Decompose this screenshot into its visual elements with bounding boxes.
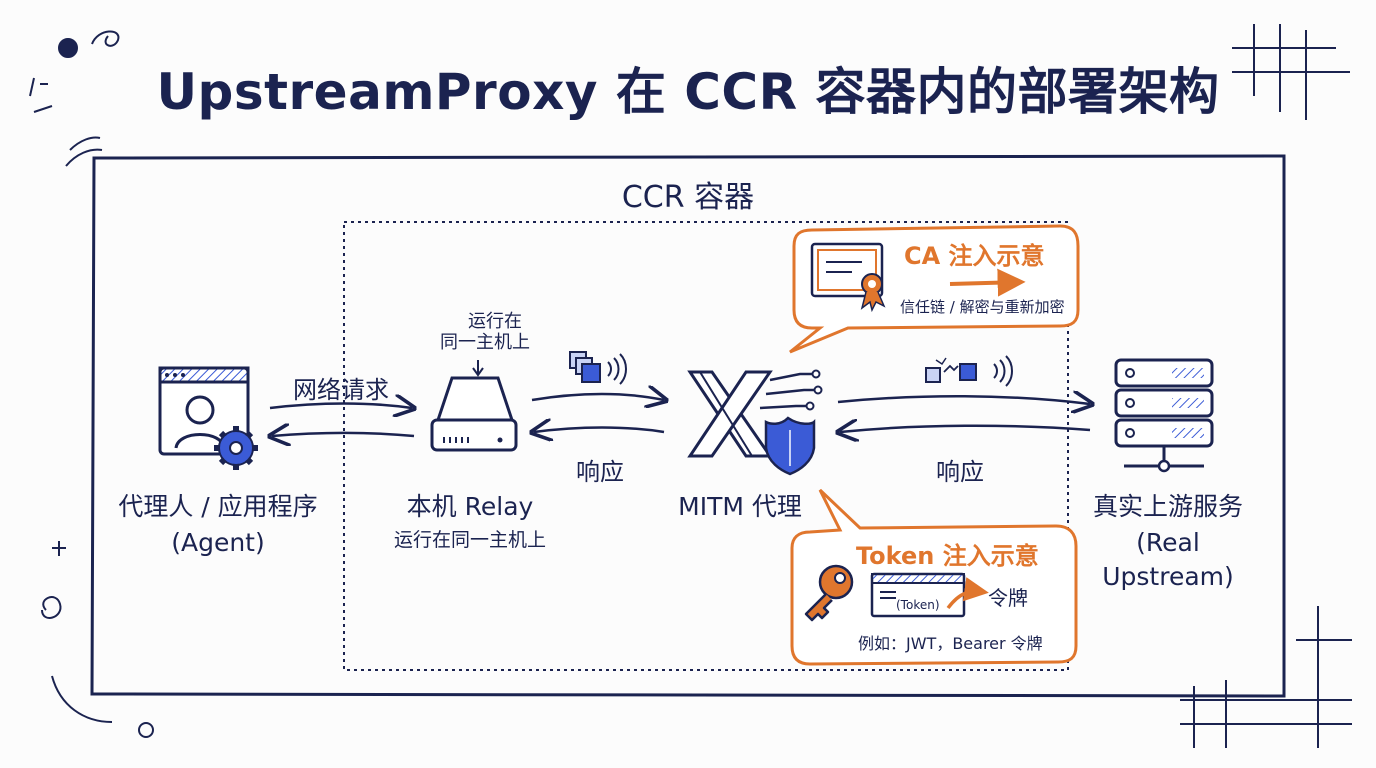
server-stack-icon [1114,358,1214,473]
page-title: UpstreamProxy 在 CCR 容器内的部署架构 [156,63,1220,121]
token-arrow [946,577,989,610]
agent-response-arrow [272,433,415,436]
shield-icon [764,416,816,476]
upstream-sublabel: (Real Upstream) [1102,528,1234,591]
upstream-to-mitm-arrow [840,426,1091,432]
dashed-boundary [343,221,1069,671]
relay-note-pointer [472,360,484,377]
packets-icon [569,351,627,385]
agent-sublabel: (Agent) [171,528,265,557]
request-arrow [269,404,412,409]
relay-note-line1: 运行在 [468,311,522,332]
mitm-to-upstream-arrow [837,396,1090,404]
token-callout-title: Token 注入示意 [856,542,1039,570]
ca-callout-title: CA 注入示意 [904,242,1045,270]
relay-response-label: 响应 [576,458,624,486]
upstream-label: 真实上游服务 [1092,492,1243,521]
relay-to-mitm-arrow [531,394,664,400]
mitm-label: MITM 代理 [678,492,802,521]
agent-label: 代理人 / 应用程序 [118,492,318,521]
certificate-icon [810,242,886,313]
relay-label: 本机 Relay [406,492,534,521]
mitm-x-icon [687,369,823,458]
token-card-text: (Token) [896,598,940,612]
mitm-to-relay-arrow [534,428,665,433]
transfer-packets-icon [925,355,1013,387]
relay-sublabel: 运行在同一主机上 [393,529,546,551]
token-example: 例如：JWT，Bearer 令牌 [858,634,1043,653]
gear-icon [214,426,258,470]
request-label: 网络请求 [293,376,389,404]
relay-note-line2: 同一主机上 [440,332,530,353]
ca-arrow [949,268,1026,297]
upstream-response-label: 响应 [936,458,984,486]
ccr-container-box [90,154,1286,698]
agent-icon [158,366,258,470]
key-icon [804,564,854,622]
decorative-doodles [29,24,1352,748]
container-label: CCR 容器 [621,180,755,215]
token-arrow-label: 令牌 [988,586,1028,610]
relay-device-icon [430,376,518,452]
ca-callout-subtitle: 信任链 / 解密与重新加密 [900,298,1065,316]
